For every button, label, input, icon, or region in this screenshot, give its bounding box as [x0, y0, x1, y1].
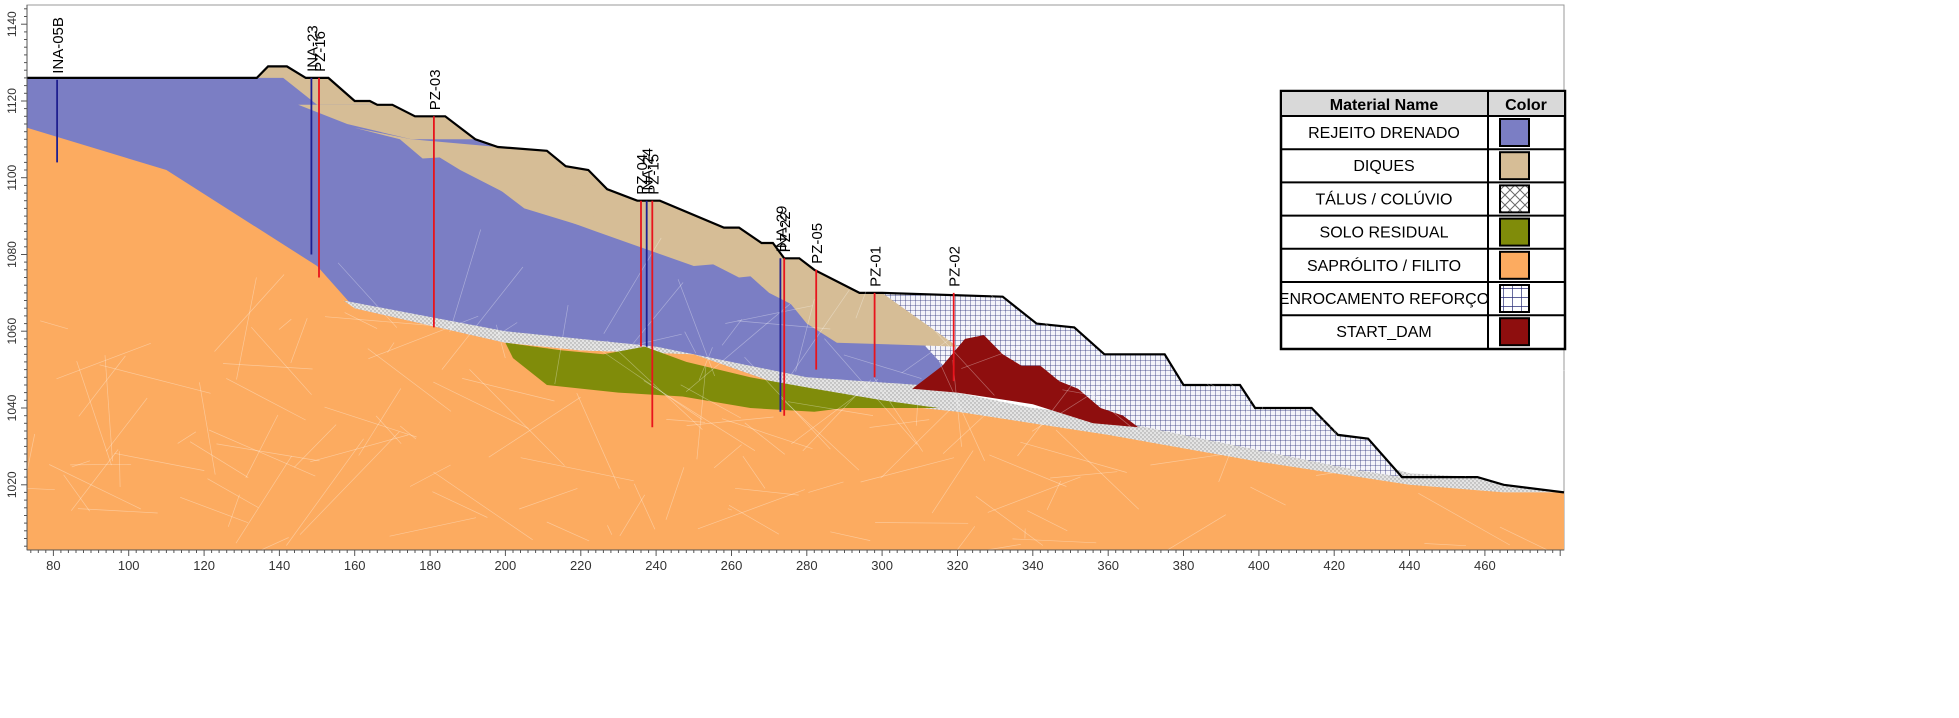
x-tick-label: 280	[796, 558, 818, 573]
instrument-label: PZ-05	[809, 223, 826, 264]
legend-color-swatch	[1500, 285, 1529, 312]
legend-material-name: ENROCAMENTO REFORÇO	[1279, 291, 1489, 308]
y-tick-label: 1100	[5, 164, 19, 190]
legend-material-name: SOLO RESIDUAL	[1320, 225, 1449, 242]
legend-material-name: TÁLUS / COLÚVIO	[1316, 189, 1453, 208]
instrument-label: INA-05B	[50, 17, 67, 74]
instrument-label: PZ-01	[868, 246, 885, 287]
instrument-label: PZ-02	[947, 246, 964, 287]
legend-color-swatch	[1500, 119, 1529, 146]
x-tick-label: 360	[1097, 558, 1119, 573]
instrument-label: PZ-03	[427, 69, 444, 110]
legend-color-swatch	[1500, 185, 1529, 212]
legend-material-name: DIQUES	[1353, 158, 1414, 175]
x-tick-label: 200	[495, 558, 517, 573]
x-tick-label: 420	[1323, 558, 1345, 573]
legend-material-name: SAPRÓLITO / FILITO	[1307, 256, 1461, 275]
x-tick-label: 260	[721, 558, 743, 573]
legend-color-swatch	[1500, 152, 1529, 179]
legend-color-swatch	[1500, 219, 1529, 246]
legend-material-name: START_DAM	[1336, 324, 1431, 341]
x-tick-label: 80	[46, 558, 60, 573]
x-tick-label: 240	[645, 558, 667, 573]
y-tick-label: 1080	[5, 241, 19, 268]
x-tick-label: 460	[1474, 558, 1496, 573]
legend-color-swatch	[1500, 252, 1529, 279]
y-tick-label: 1120	[5, 88, 19, 114]
x-tick-label: 140	[269, 558, 291, 573]
material-legend: Material Name Color REJEITO DRENADO DIQUE…	[1279, 91, 1565, 349]
x-tick-label: 180	[419, 558, 441, 573]
y-tick-label: 1020	[5, 471, 19, 498]
legend-material-name: REJEITO DRENADO	[1308, 125, 1460, 142]
x-tick-label: 120	[193, 558, 215, 573]
legend-color-swatch	[1500, 318, 1529, 345]
instrument-label: PZ-16	[312, 31, 329, 72]
y-tick-label: 1060	[5, 318, 19, 345]
x-tick-label: 440	[1399, 558, 1421, 573]
x-tick-label: 380	[1173, 558, 1195, 573]
x-tick-label: 340	[1022, 558, 1044, 573]
instrument-label: PZ-22	[777, 211, 794, 252]
x-tick-label: 220	[570, 558, 592, 573]
legend-header-name: Material Name	[1330, 97, 1439, 114]
x-tick-label: 160	[344, 558, 366, 573]
y-tick-label: 1040	[5, 394, 19, 421]
instrument-label: PZ-15	[645, 154, 662, 195]
x-tick-label: 300	[871, 558, 893, 573]
y-tick-label: 1140	[5, 11, 19, 37]
x-tick-label: 320	[947, 558, 969, 573]
legend-header-color: Color	[1505, 97, 1547, 114]
x-tick-label: 100	[118, 558, 140, 573]
x-axis: 80 100 120 140 160 180 200 220 240 260 280 300 320 34…	[27, 550, 1564, 573]
y-axis: 1020 1040 1060 1080 1100 1120 1140	[5, 5, 27, 550]
x-tick-label: 400	[1248, 558, 1270, 573]
